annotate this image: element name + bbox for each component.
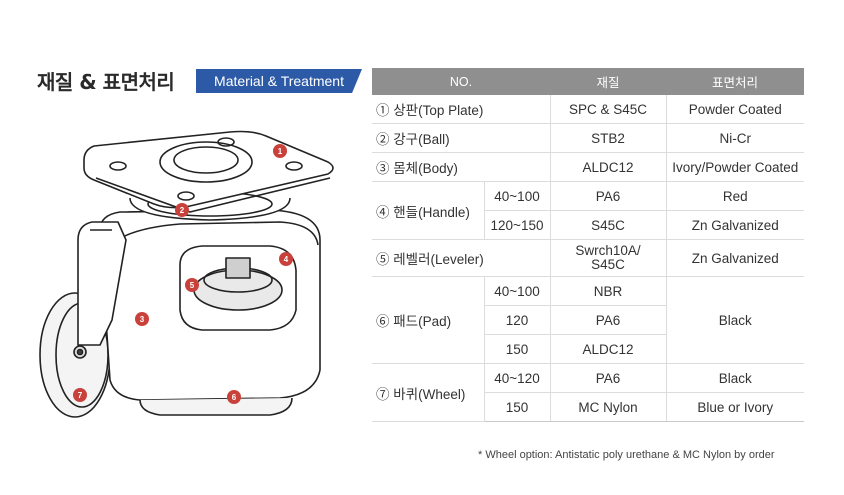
treatment-cell: Zn Galvanized — [666, 239, 805, 277]
table-row: ① 상판(Top Plate) SPC & S45C Powder Coated — [372, 95, 805, 124]
callout-5: 5 — [185, 278, 199, 292]
material-treatment-table: NO. 재질 표면처리 ① 상판(Top Plate) SPC & S45C P… — [372, 68, 805, 422]
size-cell: 150 — [483, 392, 551, 422]
table-row: ② 강구(Ball) STB2 Ni-Cr — [372, 123, 805, 153]
material-cell: S45C — [549, 210, 667, 240]
section-title: 재질 & 표면처리 — [37, 70, 175, 94]
treatment-cell: Powder Coated — [666, 95, 805, 124]
svg-text:7: 7 — [78, 391, 83, 400]
treatment-cell: Zn Galvanized — [666, 210, 805, 240]
callout-7: 7 — [73, 388, 87, 402]
col-header-no: NO. — [372, 68, 551, 95]
table-row: ⑤ 레벨러(Leveler) Swrch10A/ S45C Zn Galvani… — [372, 239, 805, 277]
callout-4: 4 — [279, 252, 293, 266]
table-row: 120~150 S45C Zn Galvanized — [372, 210, 805, 240]
part-label: ⑥ 패드(Pad) — [372, 276, 484, 364]
material-cell: PA6 — [549, 305, 667, 335]
svg-text:1: 1 — [278, 147, 283, 156]
material-cell: PA6 — [549, 181, 667, 211]
callout-3: 3 — [135, 312, 149, 326]
table-row: ④ 핸들(Handle) 40~100 PA6 Red — [372, 181, 805, 240]
size-cell: 120~150 — [483, 210, 551, 240]
treatment-cell: Black — [666, 276, 805, 364]
material-cell: PA6 — [549, 363, 667, 393]
size-cell: 40~100 — [483, 181, 551, 211]
part-label: ① 상판(Top Plate) — [372, 95, 551, 124]
svg-text:6: 6 — [232, 393, 237, 402]
part-label: ⑦ 바퀴(Wheel) — [372, 363, 484, 422]
treatment-cell: Black — [666, 363, 805, 393]
size-cell: 40~120 — [483, 363, 551, 393]
part-label: ② 강구(Ball) — [372, 123, 551, 153]
treatment-cell: Blue or Ivory — [666, 392, 805, 422]
svg-text:4: 4 — [284, 255, 289, 264]
treatment-cell: Ivory/Powder Coated — [666, 152, 805, 182]
material-line: Swrch10A/ — [575, 243, 641, 258]
footnote: * Wheel option: Antistatic poly urethane… — [478, 449, 775, 461]
material-cell: Swrch10A/ S45C — [549, 239, 667, 277]
size-cell: 120 — [483, 305, 551, 335]
size-cell: 150 — [483, 334, 551, 364]
table-row: 120 PA6 — [372, 305, 804, 335]
material-cell: ALDC12 — [549, 152, 667, 182]
material-cell: ALDC12 — [549, 334, 667, 364]
material-cell: MC Nylon — [549, 392, 667, 422]
material-line: S45C — [591, 257, 625, 272]
table-row: 150 MC Nylon Blue or Ivory — [372, 392, 805, 422]
part-label: ③ 몸체(Body) — [372, 152, 551, 182]
col-header-treatment: 표면처리 — [666, 68, 805, 95]
caster-illustration — [39, 130, 334, 418]
callout-2: 2 — [175, 203, 189, 217]
table-row: ③ 몸체(Body) ALDC12 Ivory/Powder Coated — [372, 152, 805, 182]
table-row: 150 ALDC12 — [372, 334, 804, 364]
table-row: ⑥ 패드(Pad) 40~100 NBR Black — [372, 276, 805, 364]
size-cell: 40~100 — [483, 276, 551, 306]
caster-diagram: 1 2 3 4 5 6 7 — [39, 130, 334, 418]
callout-1: 1 — [273, 144, 287, 158]
table-row: ⑦ 바퀴(Wheel) 40~120 PA6 Black — [372, 363, 805, 422]
material-cell: NBR — [549, 276, 667, 306]
col-header-material: 재질 — [550, 68, 667, 95]
part-label: ④ 핸들(Handle) — [372, 181, 484, 240]
table-header-row: NO. 재질 표면처리 — [372, 68, 805, 95]
svg-text:3: 3 — [140, 315, 145, 324]
svg-text:5: 5 — [190, 281, 195, 290]
material-cell: STB2 — [549, 123, 667, 153]
treatment-cell: Red — [666, 181, 805, 211]
material-cell: SPC & S45C — [549, 95, 667, 124]
svg-text:2: 2 — [180, 206, 185, 215]
callout-6: 6 — [227, 390, 241, 404]
treatment-cell: Ni-Cr — [666, 123, 805, 153]
part-label: ⑤ 레벨러(Leveler) — [372, 239, 551, 277]
section-badge: Material & Treatment — [196, 69, 362, 93]
